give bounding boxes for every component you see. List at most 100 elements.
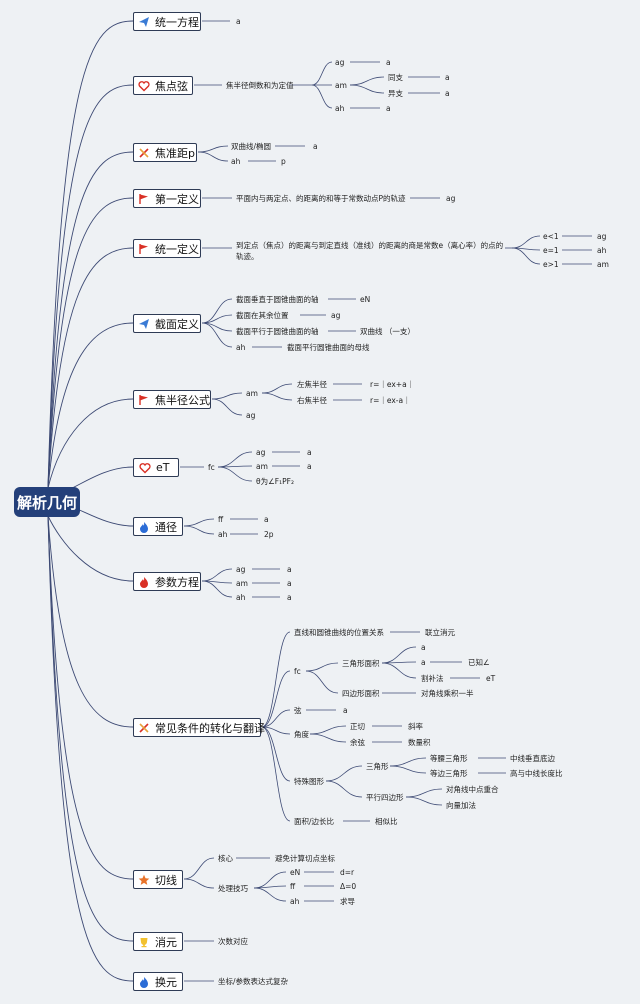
topic-common-conditions[interactable]: 常见条件的转化与翻译 <box>133 718 265 737</box>
branch-label: ah <box>218 530 228 539</box>
leaf-label: a <box>386 104 391 113</box>
leaf-label: 高与中线长度比 <box>510 769 563 778</box>
topic-focal-radius-formula[interactable]: 焦半径公式 <box>133 390 211 409</box>
topic-label: 焦准距p <box>155 146 195 160</box>
branch-label: 右焦半径 <box>297 396 327 405</box>
leaf-label: r=｜ex+a｜ <box>370 380 415 389</box>
topic-tangent-line[interactable]: 切线 <box>133 870 183 889</box>
connector <box>381 646 417 664</box>
branch-label: 四边形面积 <box>342 689 380 698</box>
branch-label: eN <box>290 868 301 877</box>
leaf-label: a <box>313 142 318 151</box>
branch-label: 面积/边长比 <box>294 817 335 826</box>
connector <box>47 398 134 489</box>
tools-icon <box>138 146 150 159</box>
topic-substitution[interactable]: 换元 <box>133 972 183 991</box>
trophy-icon <box>138 935 150 948</box>
branch-label: am <box>236 579 248 588</box>
leaf-label: eN <box>360 295 371 304</box>
branch-label: 轨迹。 <box>236 252 259 261</box>
leaf-label: a <box>386 58 391 67</box>
branch-label: ff <box>290 882 296 891</box>
topic-label: 常见条件的转化与翻译 <box>155 721 265 735</box>
topic-unified-definition[interactable]: 统一定义 <box>133 239 201 258</box>
branch-label: ag <box>335 58 345 67</box>
branch-label: am <box>246 389 258 398</box>
topic-label: 通径 <box>155 520 177 534</box>
leaf-label: ag <box>597 232 607 241</box>
connector <box>389 765 427 774</box>
topic-latus-rectum[interactable]: 通径 <box>133 517 183 536</box>
leaf-label: 联立消元 <box>425 628 455 637</box>
branch-label: ah <box>290 897 300 906</box>
branch-label: 截面在其余位置 <box>236 311 289 320</box>
connector <box>201 314 233 324</box>
connector <box>311 84 333 109</box>
branch-label: 到定点（焦点）的距离与到定直线（准线）的距离的商是常数e（离心率）的点的 <box>236 241 504 250</box>
topic-label: eT <box>156 461 170 474</box>
flag-icon <box>138 192 150 205</box>
topic-first-definition[interactable]: 第一定义 <box>133 189 201 208</box>
connector <box>253 871 287 889</box>
branch-label: ff <box>218 515 224 524</box>
topic-focal-chord[interactable]: 焦点弦 <box>133 76 193 95</box>
connector <box>201 580 233 598</box>
topic-parametric-equation[interactable]: 参数方程 <box>133 572 201 591</box>
topic-label: 切线 <box>155 873 177 887</box>
leaf-label: d=r <box>340 868 355 877</box>
flag-icon <box>138 242 150 255</box>
branch-label: fc <box>208 463 215 472</box>
leaf-label: 避免计算切点坐标 <box>275 854 335 863</box>
root-topic[interactable]: 解析几何 <box>14 487 80 517</box>
branch-label: e=1 <box>543 246 559 255</box>
tools-icon <box>138 721 150 734</box>
topic-unified-equation[interactable]: 统一方程 <box>133 12 201 31</box>
connector <box>261 726 291 822</box>
branch-label: 直线和圆锥曲线的位置关系 <box>294 628 384 637</box>
leaf-label: a <box>343 706 348 715</box>
topic-et[interactable]: eT <box>133 458 179 477</box>
connector <box>253 887 287 902</box>
topic-section-definition[interactable]: 截面定义 <box>133 314 201 333</box>
leaf-label: a <box>445 89 450 98</box>
leaf-label: a <box>287 579 292 588</box>
connector <box>511 247 541 265</box>
branch-label: 焦半径倒数和为定值 <box>226 81 294 90</box>
branch-label: 核心 <box>218 854 233 863</box>
leaf-label: 双曲线 （一支） <box>360 327 415 336</box>
leaf-label: 求导 <box>340 897 355 906</box>
branch-label: ah <box>236 343 246 352</box>
branch-label: 割补法 <box>421 674 444 683</box>
connector <box>261 726 291 782</box>
leaf-label: 次数对应 <box>218 937 248 946</box>
connector <box>47 515 134 582</box>
branch-label: am <box>256 462 268 471</box>
connector <box>511 235 541 249</box>
branch-label: 三角形面积 <box>342 659 380 668</box>
connector <box>47 515 134 728</box>
leaf-label: Δ=0 <box>340 882 357 891</box>
heart-icon <box>138 79 150 92</box>
topic-focal-distance[interactable]: 焦准距p <box>133 143 197 162</box>
topic-label: 参数方程 <box>155 575 199 589</box>
connector <box>309 733 347 743</box>
connector <box>211 398 243 416</box>
topic-label: 统一定义 <box>155 242 199 256</box>
leaf-label: a <box>307 462 312 471</box>
topic-label: 焦点弦 <box>155 79 188 93</box>
branch-label: 等边三角形 <box>430 769 468 778</box>
topic-elimination[interactable]: 消元 <box>133 932 183 951</box>
connector <box>405 788 443 798</box>
connector <box>217 451 253 468</box>
branch-label: e>1 <box>543 260 559 269</box>
branch-label: 正切 <box>350 722 365 731</box>
leaf-label: eT <box>486 674 496 683</box>
branch-label: 等腰三角形 <box>430 754 468 763</box>
connector <box>261 709 291 728</box>
paper-plane-icon <box>138 317 150 330</box>
connector <box>261 383 293 394</box>
topic-label: 统一方程 <box>155 15 199 29</box>
connector <box>47 197 134 489</box>
connector <box>201 298 233 324</box>
